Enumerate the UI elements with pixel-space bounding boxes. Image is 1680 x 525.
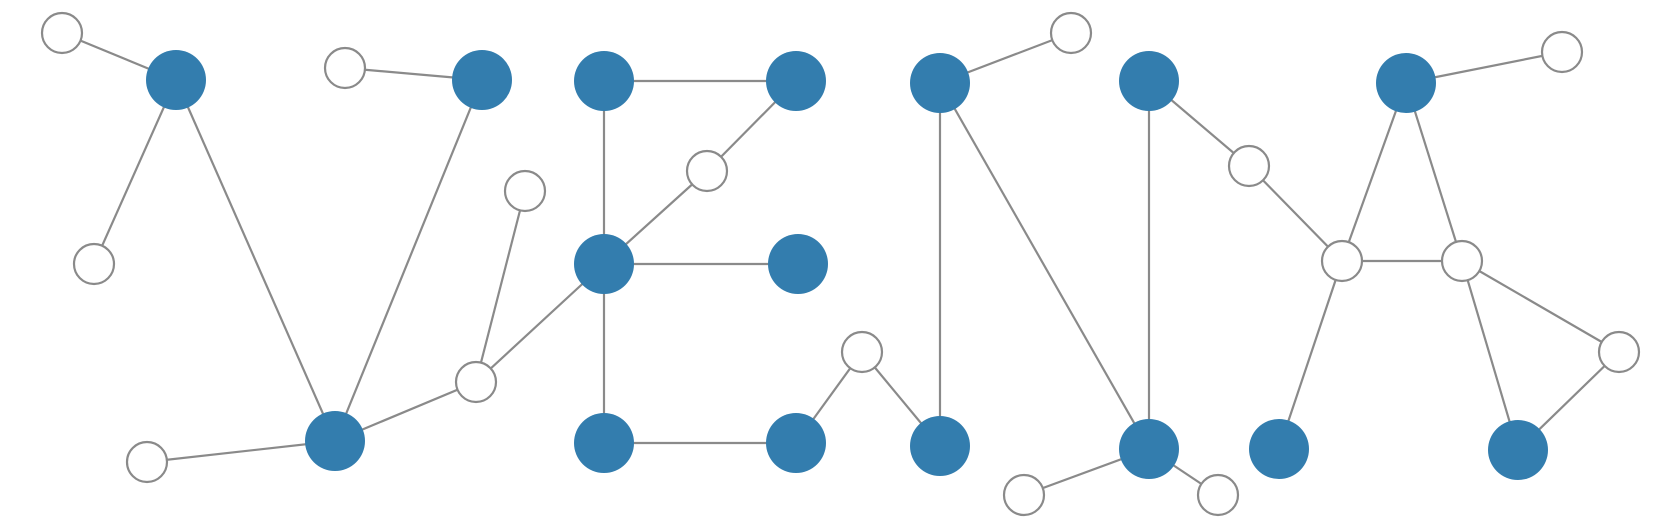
hollow-node-n22 — [1227, 144, 1271, 188]
hollow-node-n5 — [323, 46, 367, 90]
hollow-node-n9 — [503, 169, 547, 213]
filled-node-n15 — [574, 413, 634, 473]
filled-node-n18 — [910, 416, 970, 476]
hollow-node-n3 — [72, 242, 116, 286]
edge-n26-n28 — [1404, 82, 1464, 262]
edge-n4-n6 — [333, 79, 484, 442]
edge-n1-n6 — [174, 79, 337, 442]
edge-n27-n31 — [1277, 260, 1344, 450]
hollow-node-n24 — [1002, 473, 1046, 517]
filled-node-n32 — [1488, 420, 1548, 480]
filled-node-n6 — [305, 411, 365, 471]
edge-n6-n7 — [146, 439, 336, 464]
edge-n20-n23 — [939, 82, 1150, 450]
nodes-layer — [40, 11, 1641, 517]
filled-node-n10 — [574, 51, 634, 111]
hollow-node-n8 — [454, 360, 498, 404]
filled-node-n4 — [452, 50, 512, 110]
hollow-node-n7 — [125, 440, 169, 484]
filled-node-n14 — [768, 234, 828, 294]
edge-n28-n30 — [1461, 260, 1620, 353]
hollow-node-n27 — [1320, 239, 1364, 283]
hollow-node-n25 — [1196, 473, 1240, 517]
hollow-node-n2 — [40, 11, 84, 55]
filled-node-n1 — [146, 50, 206, 110]
edge-n22-n27 — [1248, 165, 1343, 262]
hollow-node-n17 — [840, 330, 884, 374]
filled-node-n11 — [766, 51, 826, 111]
hollow-node-n12 — [685, 149, 729, 193]
filled-node-n16 — [766, 413, 826, 473]
edge-n1-n3 — [92, 79, 178, 265]
filled-node-n13 — [574, 234, 634, 294]
hollow-node-n28 — [1440, 239, 1484, 283]
edge-n28-n32 — [1460, 260, 1520, 451]
hollow-node-n19 — [1049, 11, 1093, 55]
edge-n8-n9 — [474, 190, 527, 383]
edge-n26-n27 — [1340, 82, 1408, 262]
filled-node-n31 — [1249, 419, 1309, 479]
hollow-node-n29 — [1540, 30, 1584, 74]
filled-node-n23 — [1119, 419, 1179, 479]
hollow-node-n30 — [1597, 330, 1641, 374]
filled-node-n26 — [1376, 53, 1436, 113]
filled-node-n21 — [1119, 51, 1179, 111]
filled-node-n20 — [910, 53, 970, 113]
